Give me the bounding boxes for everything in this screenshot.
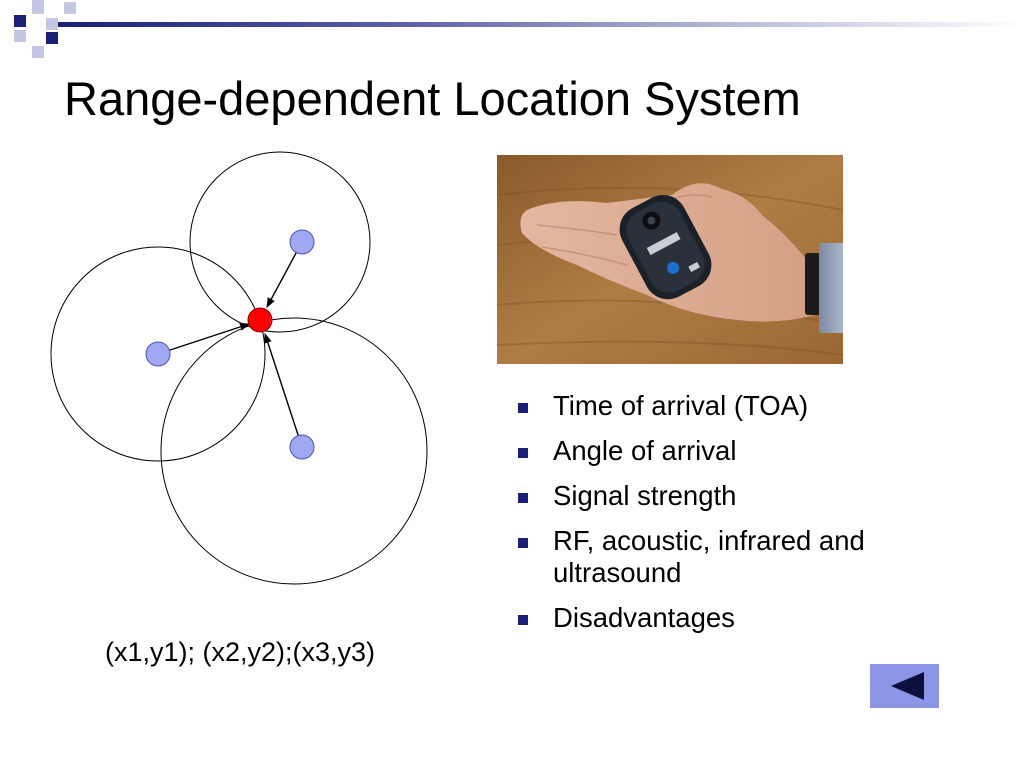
target-point	[247, 307, 273, 333]
header-square-light-3	[64, 2, 76, 14]
slide-title: Range-dependent Location System	[64, 72, 801, 125]
bullet-text: Angle of arrival	[553, 435, 737, 466]
bullet-text: Time of arrival (TOA)	[553, 390, 809, 421]
bullet-square-icon	[518, 615, 528, 625]
bullet-square-icon	[518, 538, 528, 548]
header-square-light-4	[14, 30, 26, 42]
location-badge-device	[619, 194, 712, 300]
bullet-list: Time of arrival (TOA) Angle of arrival S…	[518, 390, 998, 647]
header-gradient-bar	[58, 22, 1024, 27]
list-item: Disadvantages	[518, 602, 998, 634]
list-item: Angle of arrival	[518, 435, 998, 467]
hand-holding-badge-photo	[497, 155, 843, 364]
shirt-sleeve	[819, 243, 843, 333]
bullet-square-icon	[518, 448, 528, 458]
header-square-light-1	[32, 0, 44, 14]
watch-strap	[805, 253, 821, 315]
coordinates-caption: (x1,y1); (x2,y2);(x3,y3)	[105, 637, 376, 667]
list-item: Signal strength	[518, 480, 998, 512]
back-triangle-icon	[891, 672, 924, 700]
beacon-top	[289, 229, 315, 255]
range-circle-left	[50, 246, 266, 462]
list-item: Time of arrival (TOA)	[518, 390, 998, 422]
header-square-dark-1	[14, 15, 26, 27]
arrow-left-to-target	[157, 323, 250, 355]
range-circle-bottom	[160, 317, 428, 585]
range-circle-top	[189, 151, 371, 333]
beacon-bottom	[289, 434, 315, 460]
header-square-light-5	[32, 46, 44, 58]
header-square-light-2	[46, 18, 58, 30]
bullet-text: Signal strength	[553, 480, 737, 511]
trilateration-diagram	[50, 151, 428, 585]
list-item: RF, acoustic, infrared and ultrasound	[518, 525, 998, 589]
bullet-square-icon	[518, 493, 528, 503]
beacon-left	[145, 341, 171, 367]
bullet-square-icon	[518, 403, 528, 413]
back-button[interactable]	[870, 664, 939, 708]
bullet-text: Disadvantages	[553, 602, 735, 633]
arrow-bottom-to-target	[263, 333, 303, 448]
bullet-text: RF, acoustic, infrared and ultrasound	[553, 525, 865, 588]
header-square-dark-2	[46, 32, 58, 44]
